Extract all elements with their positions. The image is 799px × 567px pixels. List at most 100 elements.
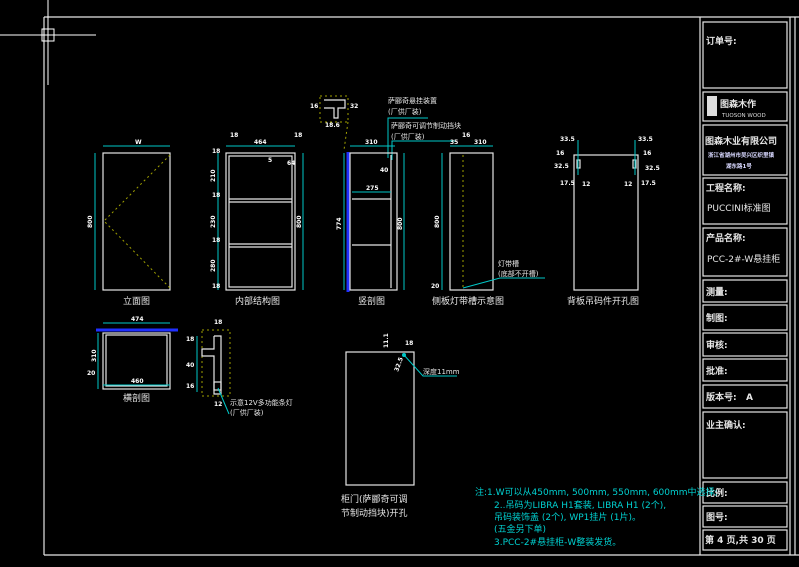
- horizontal-section-label: 横剖图: [123, 392, 150, 404]
- notes: 注:1.W可以从450mm, 500mm, 550mm, 600mm中选择; 2…: [475, 486, 718, 548]
- svg-text:20: 20: [87, 370, 95, 377]
- company-address: 浙江省湖州市吴兴区织里镇: [708, 151, 775, 159]
- company-address-2: 湖东路1号: [726, 162, 752, 170]
- svg-text:16: 16: [186, 383, 194, 390]
- svg-text:TUOSON WOOD: TUOSON WOOD: [721, 113, 766, 119]
- svg-text:18: 18: [212, 192, 220, 199]
- back-panel-view[interactable]: 33.5 16 32.5 17.5 12 33.5 16 32.5 17.5 1…: [554, 136, 660, 307]
- svg-text:(厂供厂装): (厂供厂装): [388, 107, 422, 116]
- svg-text:18: 18: [214, 319, 222, 326]
- svg-text:464: 464: [254, 139, 267, 146]
- svg-text:18: 18: [212, 237, 220, 244]
- svg-text:测量:: 测量:: [706, 286, 728, 298]
- svg-text:11.1: 11.1: [383, 333, 390, 348]
- drawing-frame: [43, 16, 799, 556]
- order-no-label: 订单号:: [706, 35, 737, 47]
- svg-text:16: 16: [462, 132, 470, 139]
- svg-text:32.5: 32.5: [645, 165, 660, 172]
- internal-structure-label: 内部结构图: [235, 295, 280, 307]
- svg-text:310: 310: [365, 139, 378, 146]
- svg-text:2..吊码为LIBRA H1套装, LIBRA H1 (2个: 2..吊码为LIBRA H1套装, LIBRA H1 (2个),: [494, 499, 666, 511]
- svg-text:33.5: 33.5: [560, 136, 575, 143]
- svg-text:18: 18: [212, 148, 220, 155]
- svg-text:800: 800: [87, 215, 94, 228]
- side-panel-label: 侧板灯带槽示意图: [432, 295, 504, 307]
- project-name: PUCCINI标准图: [707, 202, 771, 214]
- svg-text:业主确认:: 业主确认:: [706, 419, 746, 431]
- product-name: PCC-2#-W悬挂柜: [707, 253, 780, 265]
- svg-text:16: 16: [310, 103, 318, 110]
- title-block: 订单号: 图森木作 TUOSON WOOD 图森木业有限公司 浙江省湖州市吴兴区…: [702, 21, 788, 551]
- svg-text:474: 474: [131, 316, 144, 323]
- svg-text:比例:: 比例:: [706, 487, 728, 499]
- version-value: A: [746, 393, 753, 403]
- svg-text:16: 16: [556, 150, 564, 157]
- svg-text:版本号:: 版本号:: [705, 391, 737, 403]
- svg-text:萨郦奇可调节制动挡块: 萨郦奇可调节制动挡块: [391, 121, 461, 130]
- svg-text:32.5: 32.5: [554, 163, 569, 170]
- internal-structure-view[interactable]: 464 18 18 18 210 18 230 18 280 18 800 5 …: [210, 132, 304, 307]
- svg-text:18: 18: [230, 132, 238, 139]
- svg-text:230: 230: [210, 215, 217, 228]
- svg-text:18.6: 18.6: [325, 122, 340, 129]
- vertical-section-label: 竖剖图: [358, 295, 385, 307]
- svg-text:批准:: 批准:: [706, 365, 728, 377]
- svg-text:35: 35: [450, 139, 458, 146]
- svg-text:800: 800: [434, 215, 441, 228]
- svg-text:210: 210: [210, 169, 217, 182]
- svg-text:图号:: 图号:: [706, 512, 728, 523]
- svg-text:12: 12: [624, 181, 632, 188]
- svg-text:17.5: 17.5: [560, 180, 575, 187]
- elevation-view[interactable]: W 800 立面图: [87, 139, 171, 307]
- svg-text:18: 18: [186, 336, 194, 343]
- svg-text:(五金另下单): (五金另下单): [494, 523, 546, 535]
- svg-text:18: 18: [212, 283, 220, 290]
- svg-text:16: 16: [643, 150, 651, 157]
- svg-text:3.PCC-2#悬挂柜-W整装发货。: 3.PCC-2#悬挂柜-W整装发货。: [494, 536, 621, 548]
- back-panel-label: 背板吊码件开孔图: [567, 295, 639, 307]
- svg-text:18: 18: [294, 132, 302, 139]
- svg-text:32: 32: [350, 103, 358, 110]
- company-name: 图森木业有限公司: [705, 135, 777, 147]
- horizontal-section-view[interactable]: 474 460 310 20 横剖图: [87, 316, 178, 404]
- svg-text:5: 5: [268, 157, 272, 164]
- hinge-detail[interactable]: 16 32 18.6 萨郦奇悬挂装置 (厂供厂装) 萨郦奇可调节制动挡块 (厂供…: [310, 95, 461, 160]
- svg-text:33.5: 33.5: [638, 136, 653, 143]
- light-detail[interactable]: 18 18 40 16 12 示意12V多功能条灯 (厂供厂装): [186, 319, 293, 417]
- svg-text:工程名称:: 工程名称:: [706, 182, 746, 194]
- svg-text:12: 12: [582, 181, 590, 188]
- svg-text:40: 40: [380, 167, 388, 174]
- svg-text:(厂供厂装): (厂供厂装): [391, 132, 425, 141]
- svg-text:萨郦奇悬挂装置: 萨郦奇悬挂装置: [388, 96, 437, 105]
- svg-text:32.5: 32.5: [393, 356, 405, 372]
- svg-text:800: 800: [296, 215, 303, 228]
- side-panel-view[interactable]: 35 310 16 800 20 灯带槽 (底部不开槽) 侧板灯带槽示意图: [431, 132, 545, 307]
- svg-text:17.5: 17.5: [641, 180, 656, 187]
- svg-text:280: 280: [210, 259, 217, 272]
- svg-text:64: 64: [287, 160, 295, 167]
- svg-text:(厂供厂装): (厂供厂装): [230, 408, 264, 417]
- svg-text:制图:: 制图:: [706, 312, 728, 324]
- door-swing-indicator: [103, 154, 171, 289]
- svg-text:18: 18: [405, 340, 413, 347]
- svg-text:275: 275: [366, 185, 379, 192]
- svg-text:800: 800: [397, 217, 404, 230]
- elevation-label: 立面图: [123, 295, 150, 307]
- svg-text:(底部不开槽): (底部不开槽): [498, 269, 539, 278]
- door-drilling-view[interactable]: 11.1 18 32.5 深度11mm 柜门(萨郦奇可调 节制动挡块)开孔: [341, 333, 460, 519]
- svg-text:W: W: [135, 139, 142, 146]
- door-label-2: 节制动挡块)开孔: [341, 507, 408, 519]
- svg-text:审核:: 审核:: [706, 339, 728, 351]
- crosshair-cursor: [0, 0, 96, 85]
- svg-text:示意12V多功能条灯: 示意12V多功能条灯: [230, 398, 293, 407]
- svg-text:774: 774: [336, 217, 343, 230]
- svg-text:灯带槽: 灯带槽: [498, 259, 519, 268]
- svg-text:图森木作: 图森木作: [720, 98, 756, 110]
- svg-text:12: 12: [214, 401, 222, 408]
- svg-text:产品名称:: 产品名称:: [706, 232, 746, 244]
- svg-text:310: 310: [91, 349, 98, 362]
- vertical-section-view[interactable]: 310 275 774 800 40 竖剖图: [336, 139, 405, 307]
- svg-text:注:1.W可以从450mm, 500mm, 550mm, 6: 注:1.W可以从450mm, 500mm, 550mm, 600mm中选择;: [475, 486, 718, 498]
- door-label: 柜门(萨郦奇可调: [341, 493, 408, 505]
